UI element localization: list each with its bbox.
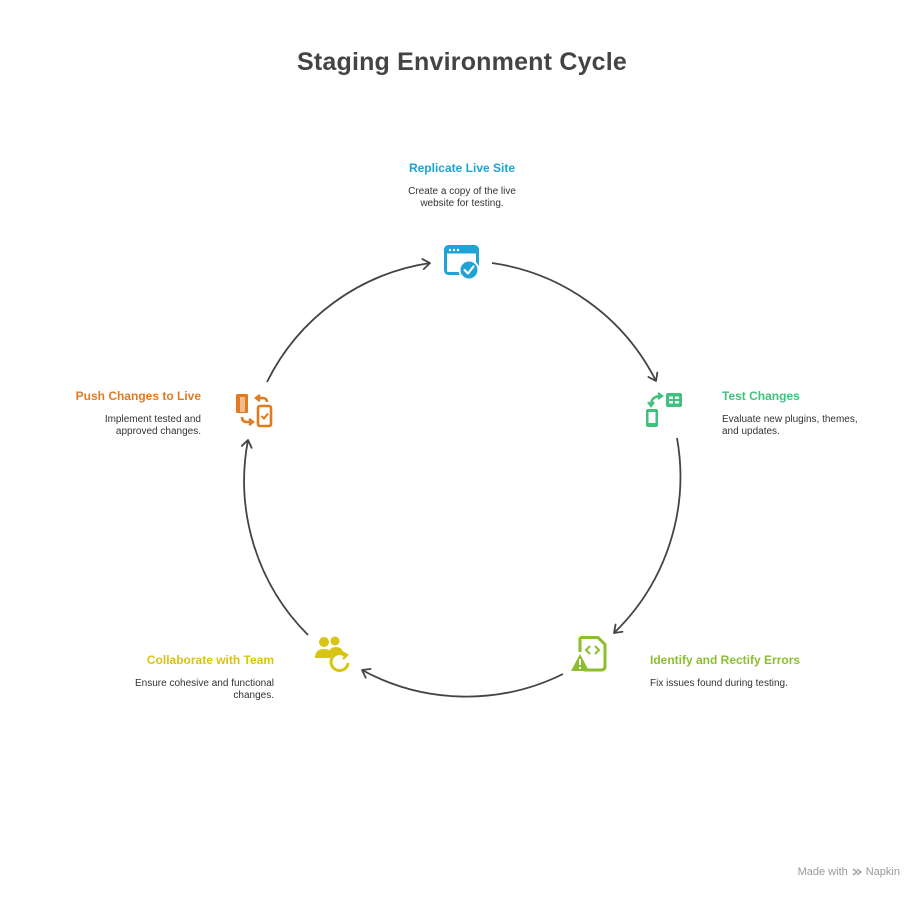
diagram-title: Staging Environment Cycle (296, 48, 628, 76)
footer-credit[interactable]: Made with Napkin (798, 866, 900, 878)
arrow-push-to-replicate (266, 258, 431, 383)
step-desc-errors: Fix issues found during testing. (650, 678, 850, 690)
step-desc-line: changes. (233, 690, 274, 701)
code-warning-icon (571, 636, 607, 672)
step-title-replicate: Replicate Live Site (408, 161, 516, 175)
step-desc-collaborate: Ensure cohesive and functional changes. (74, 678, 274, 702)
napkin-logo-icon (852, 868, 862, 876)
footer-brand: Napkin (865, 866, 900, 878)
push-deploy-icon (236, 394, 273, 428)
step-desc-test: Evaluate new plugins, themes, and update… (722, 414, 902, 438)
arrow-errors-to-collaborate (361, 668, 564, 698)
arrow-test-to-errors (613, 437, 682, 634)
device-sync-icon (646, 392, 682, 427)
step-title-collaborate: Collaborate with Team (146, 653, 274, 667)
team-refresh-icon (315, 636, 350, 673)
footer-made-with: Made with (797, 866, 848, 878)
step-desc-line: Create a copy of the live (408, 186, 516, 197)
step-title-errors: Identify and Rectify Errors (650, 653, 801, 667)
step-title-test: Test Changes (722, 389, 800, 403)
arrow-collaborate-to-push (240, 439, 309, 636)
step-desc-replicate: Create a copy of the live website for te… (362, 186, 562, 210)
step-desc-line: Implement tested and (104, 414, 201, 425)
step-title-push: Push Changes to Live (75, 389, 201, 403)
step-desc-push: Implement tested and approved changes. (1, 414, 201, 438)
step-desc-line: approved changes. (115, 426, 201, 437)
step-desc-line: Fix issues found during testing. (650, 678, 788, 689)
step-desc-line: Ensure cohesive and functional (135, 678, 274, 689)
step-desc-line: website for testing. (420, 198, 504, 209)
step-desc-line: Evaluate new plugins, themes, (722, 414, 858, 425)
step-desc-line: and updates. (722, 426, 780, 437)
browser-check-icon (444, 245, 480, 281)
arrow-replicate-to-test (491, 262, 659, 382)
